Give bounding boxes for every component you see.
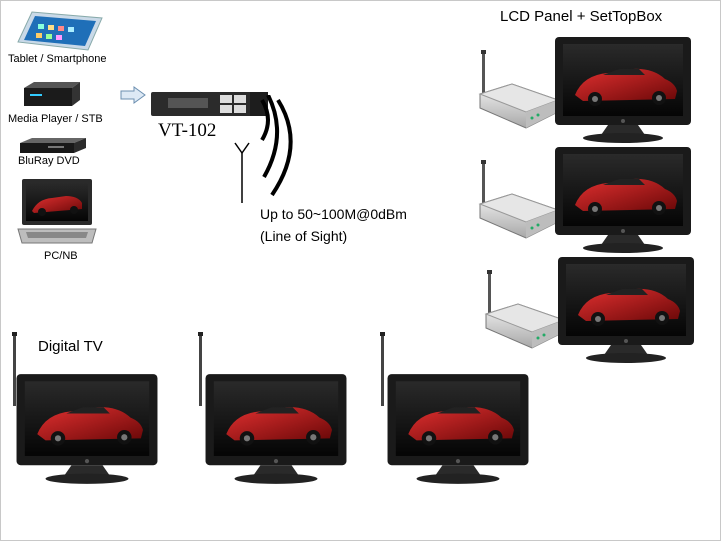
- tablet-icon: [12, 8, 104, 54]
- antenna-icon: [196, 332, 206, 407]
- digital-tv-icon: [203, 372, 349, 486]
- pc-label: PC/NB: [44, 250, 78, 262]
- lcd-panel-icon: [553, 35, 693, 145]
- bluray-icon: [18, 137, 88, 155]
- lcd-stb-title: LCD Panel + SetTopBox: [500, 8, 663, 25]
- digital-tv-icon: [14, 372, 160, 486]
- transmitter-model-label: VT-102: [158, 120, 217, 141]
- set-top-box-icon: [472, 160, 562, 240]
- digital-tv-title: Digital TV: [38, 338, 103, 355]
- antenna-icon: [378, 332, 388, 407]
- set-top-box-icon: [478, 270, 568, 350]
- antenna-icon: [10, 332, 20, 407]
- transmitter-icon: [150, 88, 270, 120]
- digital-tv-icon: [385, 372, 531, 486]
- media-player-label: Media Player / STB: [8, 113, 103, 125]
- radio-waves-icon: [228, 95, 308, 210]
- tablet-label: Tablet / Smartphone: [8, 53, 107, 65]
- lcd-panel-icon: [553, 145, 693, 255]
- arrow-right-icon: [120, 86, 146, 104]
- range-line-2: (Line of Sight): [260, 228, 348, 244]
- lcd-panel-icon: [556, 255, 696, 365]
- media-player-icon: [22, 80, 82, 108]
- range-line-1: Up to 50~100M@0dBm: [260, 206, 407, 222]
- bluray-label: BluRay DVD: [18, 155, 80, 167]
- set-top-box-icon: [472, 50, 562, 130]
- laptop-icon: [16, 177, 98, 247]
